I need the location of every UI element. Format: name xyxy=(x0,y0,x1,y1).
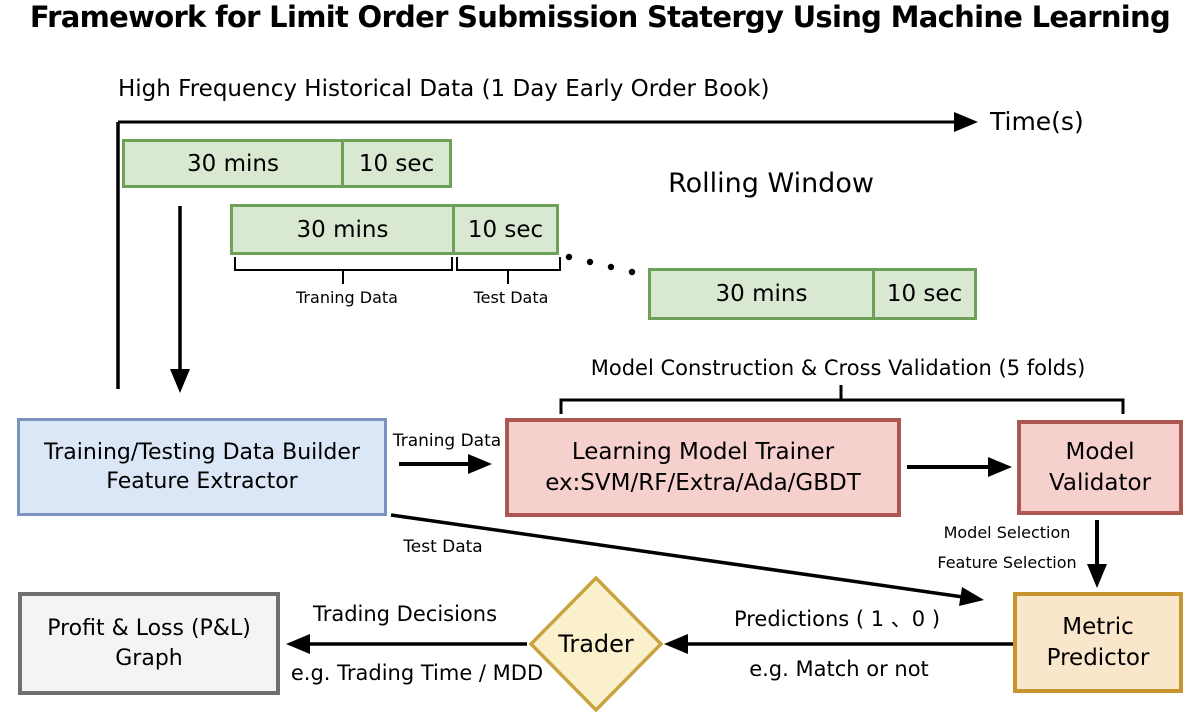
data-builder-box: Training/Testing Data Builder Feature Ex… xyxy=(17,418,387,516)
train-window-segment: 30 mins xyxy=(122,139,344,188)
diagram-title: Framework for Limit Order Submission Sta… xyxy=(29,0,1171,34)
metric-predictor-box: Metric Predictor xyxy=(1013,592,1183,693)
model-trainer-line2: ex:SVM/RF/Extra/Ada/GBDT xyxy=(545,469,861,496)
ellipsis-dot xyxy=(586,258,594,266)
traning-data-edge-label: Traning Data xyxy=(392,431,502,451)
metric-predictor-line2: Predictor xyxy=(1046,644,1150,671)
match-or-not-edge-label: e.g. Match or not xyxy=(749,657,929,681)
model-validator-line2: Validator xyxy=(1048,469,1152,496)
ellipsis-dot xyxy=(628,268,636,276)
pnl-graph-line1: Profit & Loss (P&L) xyxy=(47,616,251,642)
trading-time-mdd-edge-label: e.g. Trading Time / MDD xyxy=(290,661,544,685)
cross-validation-label: Model Construction & Cross Validation (5… xyxy=(590,356,1086,380)
model-trainer-box: Learning Model Trainer ex:SVM/RF/Extra/A… xyxy=(505,418,901,517)
test-data-edge-label: Test Data xyxy=(403,537,483,557)
predictions-edge-label: Predictions ( 1 、0 ) xyxy=(733,607,941,631)
test-data-brace xyxy=(456,257,561,284)
cross-validation-bracket xyxy=(559,385,1125,414)
rolling-window-label: Rolling Window xyxy=(668,168,874,199)
training-data-brace xyxy=(234,257,453,284)
train-window-segment: 30 mins xyxy=(648,268,875,320)
trading-decisions-arrowhead-icon xyxy=(286,634,310,654)
metric-predictor-line1: Metric xyxy=(1062,614,1134,641)
data-flow-down-arrowhead-icon xyxy=(170,369,190,393)
training-data-brace-label: Traning Data xyxy=(296,288,398,307)
data-builder-line1: Training/Testing Data Builder xyxy=(44,439,360,465)
model-selection-label: Model Selection xyxy=(943,523,1071,542)
trader-diamond xyxy=(528,575,664,713)
validator-metric-arrowhead-icon xyxy=(1087,564,1107,588)
train-window-segment: 30 mins xyxy=(230,204,455,255)
trading-decisions-edge-label: Trading Decisions xyxy=(312,602,498,626)
model-validator-line1: Model xyxy=(1065,439,1135,466)
ellipsis-dot xyxy=(607,263,615,271)
timeline-arrowhead-icon xyxy=(954,112,978,132)
model-validator-box: Model Validator xyxy=(1017,420,1183,515)
trader-diamond-label: Trader xyxy=(558,630,634,658)
rolling-window-1: 30 mins 10 sec xyxy=(122,139,452,188)
feature-selection-label: Feature Selection xyxy=(937,553,1077,572)
test-window-segment: 10 sec xyxy=(452,204,559,255)
test-window-segment: 10 sec xyxy=(872,268,977,320)
time-axis-label: Time(s) xyxy=(990,107,1084,136)
rolling-window-3: 30 mins 10 sec xyxy=(648,268,977,320)
trainer-validator-arrowhead-icon xyxy=(988,457,1012,477)
data-builder-line2: Feature Extractor xyxy=(106,469,298,494)
test-window-segment: 10 sec xyxy=(341,139,452,188)
pnl-graph-box: Profit & Loss (P&L) Graph xyxy=(18,592,280,695)
rolling-window-2: 30 mins 10 sec xyxy=(230,204,559,255)
predictions-arrowhead-icon xyxy=(664,634,688,654)
high-frequency-data-label: High Frequency Historical Data (1 Day Ea… xyxy=(118,76,770,102)
ellipsis-dot xyxy=(565,253,573,261)
test-data-arrow-line xyxy=(390,513,964,599)
model-trainer-line1: Learning Model Trainer xyxy=(571,439,835,466)
pnl-graph-line2: Graph xyxy=(115,645,183,671)
traning-data-arrowhead-icon xyxy=(468,454,492,474)
test-data-brace-label: Test Data xyxy=(473,288,549,307)
test-data-arrowhead-icon xyxy=(959,587,984,606)
